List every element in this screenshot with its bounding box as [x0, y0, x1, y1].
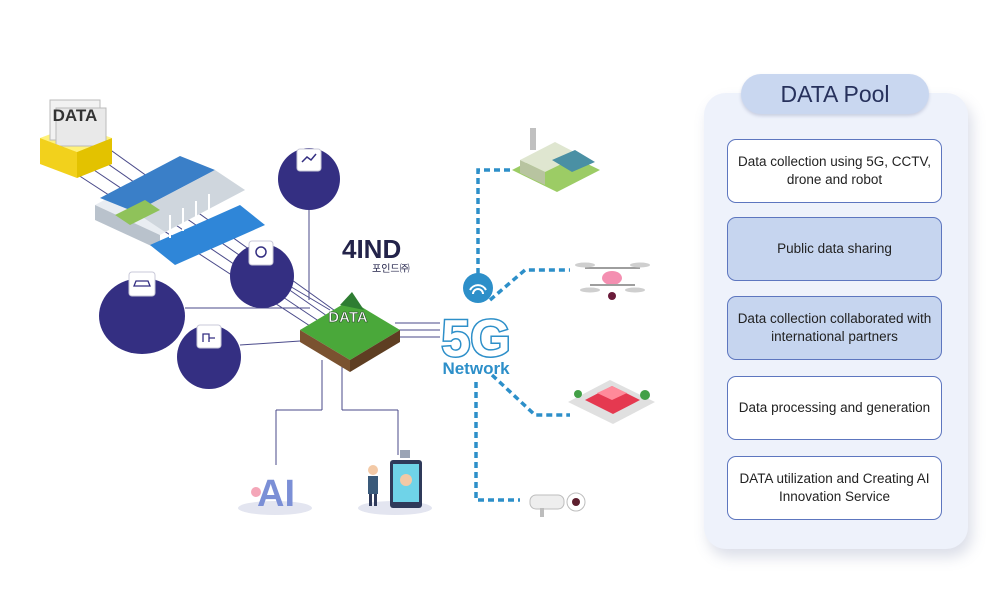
- vehicle-node: [99, 271, 185, 354]
- pool-item-utilization: DATA utilization and Creating AI Innovat…: [727, 456, 942, 520]
- factory-icon: [512, 128, 600, 192]
- ai-label: AI: [257, 473, 295, 515]
- dam-icon: [95, 156, 265, 265]
- data-pool-title: DATA Pool: [741, 74, 929, 114]
- logo-mark: 4IND: [342, 234, 401, 264]
- sensor-node-top: [278, 148, 340, 210]
- person-screen-illustration: [358, 450, 432, 515]
- drone-icon: [575, 262, 650, 300]
- network-big-label: 5G: [441, 310, 510, 368]
- logo-subtitle: 포인드㈜: [372, 262, 410, 275]
- pool-item-international: Data collection collaborated with intern…: [727, 296, 942, 360]
- machine-node: [177, 324, 241, 389]
- network-hub: 5G Network: [440, 273, 512, 378]
- pool-item-processing: Data processing and generation: [727, 376, 942, 440]
- pool-item-public-sharing: Public data sharing: [727, 217, 942, 281]
- data-box-icon: DATA: [40, 99, 112, 178]
- ai-illustration: AI: [238, 473, 312, 515]
- island-label: DATA: [328, 309, 368, 326]
- network-links: [474, 168, 570, 502]
- robot-node: [230, 240, 294, 308]
- data-island-icon: DATA: [300, 292, 400, 372]
- company-logo: 4IND 포인드㈜: [342, 234, 410, 275]
- network-sub-label: Network: [442, 359, 510, 378]
- cctv-icon: [529, 492, 586, 517]
- pool-item-collection: Data collection using 5G, CCTV, drone an…: [727, 139, 942, 203]
- data-box-label: DATA: [53, 106, 98, 125]
- car-icon: [568, 380, 655, 424]
